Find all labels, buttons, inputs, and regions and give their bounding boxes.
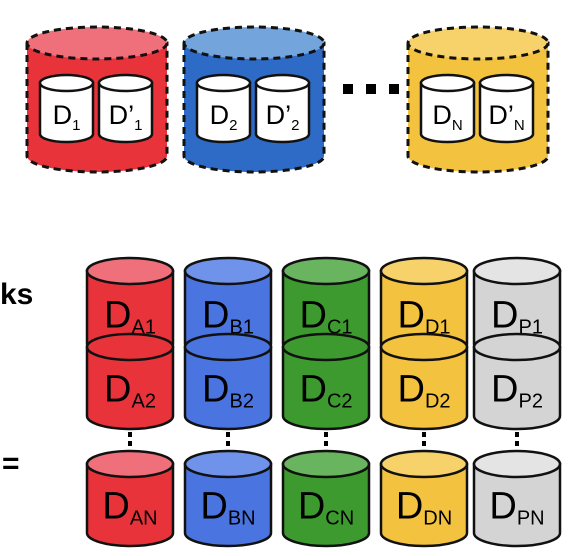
mirror-disk-label: D’2 <box>266 100 300 134</box>
mirror-disk: DN <box>419 73 476 144</box>
disk-label-base: D’ <box>488 100 514 130</box>
disk-label-base: D <box>104 295 131 337</box>
ellipsis-dot <box>389 84 399 94</box>
disk-label-subscript: P2 <box>518 391 542 413</box>
stripe-disk-label: DCN <box>298 486 354 530</box>
disk-label-subscript: A2 <box>131 391 155 413</box>
stripe-disk-label: DB1 <box>202 295 254 339</box>
stripe-disk-label: DDN <box>396 486 452 530</box>
stripe-disk-label: DB2 <box>202 369 254 413</box>
disk-label-base: D <box>298 486 325 528</box>
disk-label-base: D’ <box>266 100 292 130</box>
disk-label-subscript: PN <box>517 508 545 530</box>
disk-label-subscript: 1 <box>72 117 80 134</box>
stripe-disk: DDN <box>379 449 469 548</box>
mirror-disk-label: D2 <box>210 100 238 134</box>
ellipsis-dot <box>343 84 353 94</box>
stripe-disk: DBN <box>183 449 273 548</box>
ellipsis-dot <box>366 84 376 94</box>
stripe-disk-label: DA2 <box>104 369 156 413</box>
disk-label-base: D <box>202 295 229 337</box>
stripe-disk: DPN <box>472 449 562 548</box>
disk-label-base: D’ <box>109 100 135 130</box>
disk-label-base: D <box>489 486 516 528</box>
mirror-disk: D1 <box>38 73 95 144</box>
disk-label-subscript: CN <box>325 508 354 530</box>
mirror-disk: D’N <box>478 73 535 144</box>
disk-label-base: D <box>200 486 227 528</box>
stripe-disk-label: DC2 <box>299 369 352 413</box>
mirror-disk: D’2 <box>254 73 311 144</box>
disk-label-base: D <box>299 295 326 337</box>
disk-label-subscript: BN <box>228 508 256 530</box>
stripe-disk-label: DD2 <box>397 369 450 413</box>
disk-label-base: D <box>299 369 326 411</box>
mirror-disk-label: DN <box>432 100 462 134</box>
disk-label-subscript: D2 <box>425 391 451 413</box>
disk-label-subscript: 2 <box>229 117 237 134</box>
stripe-disk-label: DBN <box>200 486 255 530</box>
disk-label-base: D <box>210 100 230 130</box>
disk-label-subscript: N <box>452 117 463 134</box>
stripe-disk: DCN <box>281 449 371 548</box>
stripe-disk-label: DAN <box>102 486 157 530</box>
mirror-disk-label: D’N <box>488 100 524 134</box>
left-edge-text-equals: = <box>2 447 20 480</box>
stripe-disk-label: DP2 <box>491 369 543 413</box>
stripe-disk: DD2 <box>379 332 469 431</box>
disk-label-base: D <box>104 369 131 411</box>
stripe-disk: DC2 <box>281 332 371 431</box>
disk-label-base: D <box>397 369 424 411</box>
disk-label-subscript: DN <box>423 508 452 530</box>
stripe-disk: DB2 <box>183 332 273 431</box>
disk-label-base: D <box>202 369 229 411</box>
stripe-disk: DA2 <box>85 332 175 431</box>
disk-label-subscript: C2 <box>327 391 353 413</box>
mirror-disk: D’1 <box>97 73 154 144</box>
disk-label-base: D <box>397 295 424 337</box>
disk-label-base: D <box>53 100 73 130</box>
disk-label-subscript: B2 <box>229 391 253 413</box>
mirror-disk: D2 <box>195 73 252 144</box>
stripe-disk: DAN <box>85 449 175 548</box>
disk-label-base: D <box>396 486 423 528</box>
disk-label-subscript: AN <box>130 508 158 530</box>
disk-label-subscript: N <box>514 117 525 134</box>
disk-label-base: D <box>491 369 518 411</box>
disk-label-base: D <box>491 295 518 337</box>
disk-label-subscript: 2 <box>291 117 299 134</box>
stripe-disk: DP2 <box>472 332 562 431</box>
left-edge-text-ks: ks <box>0 278 34 311</box>
disk-label-base: D <box>102 486 129 528</box>
stripe-disk-label: DA1 <box>104 295 156 339</box>
stripe-disk-label: DPN <box>489 486 544 530</box>
mirror-disk-label: D’1 <box>109 100 143 134</box>
disk-label-subscript: 1 <box>134 117 142 134</box>
disk-label-base: D <box>432 100 452 130</box>
mirror-disk-label: D1 <box>53 100 81 134</box>
